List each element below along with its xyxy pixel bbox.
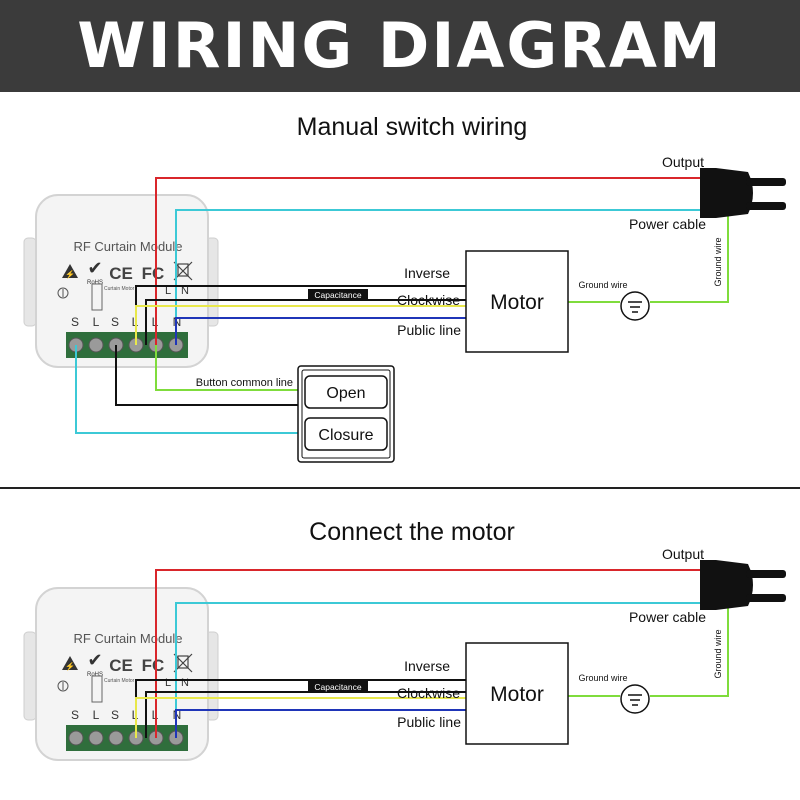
section-connect-motor: Connect the motor RF Curtain Module ⚡ ✔ …	[23, 518, 786, 761]
terminal-label-l1: L	[93, 315, 100, 329]
open-wire-black	[115, 345, 300, 406]
power-cable-label: Power cable	[629, 609, 706, 625]
public-line-label: Public line	[397, 714, 461, 730]
ground-terminal-icon	[620, 291, 650, 321]
capacitance-label: Capacitance	[314, 682, 362, 692]
top-label-l: L	[165, 285, 171, 297]
section-title: Connect the motor	[309, 518, 515, 546]
fc-mark: FC	[142, 264, 165, 283]
motor-label: Motor	[490, 683, 544, 706]
internal-relay-box	[91, 283, 103, 311]
closure-wire-cyan	[75, 345, 300, 434]
curtain-module	[35, 194, 209, 368]
output-label: Output	[662, 154, 704, 170]
capacitance-box	[308, 681, 368, 692]
terminal-block	[66, 725, 188, 751]
top-label-n: N	[181, 285, 189, 297]
svg-text:⚡: ⚡	[65, 269, 75, 279]
closure-button-label: Closure	[318, 427, 373, 444]
button-common-wire-green	[155, 345, 300, 391]
module-side-tab-left	[23, 237, 37, 327]
button-common-line-label: Button common line	[196, 377, 293, 389]
terminal-label-s2: S	[111, 708, 119, 722]
ground-symbol-icon	[57, 287, 69, 299]
section-manual-switch: Manual switch wiring RF Curtain Module ⚡…	[23, 113, 786, 463]
rohs-label: RoHS	[87, 672, 103, 678]
checkmark-icon: ✔	[87, 650, 102, 670]
section-title: Manual switch wiring	[297, 113, 528, 141]
open-button	[304, 375, 388, 409]
header-banner: WIRING DIAGRAM	[0, 0, 800, 92]
internal-relay-box	[91, 675, 103, 703]
capacitance-box	[308, 289, 368, 300]
svg-text:⚡: ⚡	[65, 661, 75, 671]
inverse-label: Inverse	[404, 658, 450, 674]
curtain-module	[35, 587, 209, 761]
internal-motor-label: Curtain Motor	[104, 678, 135, 684]
top-label-n: N	[181, 677, 189, 689]
ce-mark: CE	[109, 656, 133, 675]
top-label-l: L	[165, 677, 171, 689]
inverse-label: Inverse	[404, 265, 450, 281]
motor-box	[465, 642, 569, 745]
power-plug-icon	[700, 560, 786, 610]
ground-wire-label: Ground wire	[578, 673, 627, 683]
capacitance-label: Capacitance	[314, 290, 362, 300]
ground-wire-label: Ground wire	[578, 280, 627, 290]
ce-mark: CE	[109, 264, 133, 283]
module-title: RF Curtain Module	[73, 239, 182, 254]
ground-wire-plug-green	[650, 215, 729, 303]
rohs-label: RoHS	[87, 280, 103, 286]
ground-symbol-icon	[57, 680, 69, 692]
internal-motor-label: Curtain Motor	[104, 286, 135, 292]
clockwise-wire-yellow	[135, 697, 466, 738]
module-side-tab-left	[23, 631, 37, 721]
terminal-label-l1: L	[93, 708, 100, 722]
terminal-label-s1: S	[71, 315, 79, 329]
terminal-label-s2: S	[111, 315, 119, 329]
public-wire-blue	[175, 317, 466, 345]
module-title: RF Curtain Module	[73, 631, 182, 646]
output-label: Output	[662, 546, 704, 562]
warning-icon: ⚡	[62, 264, 78, 279]
motor-label: Motor	[490, 291, 544, 314]
power-cable-label: Power cable	[629, 216, 706, 232]
ground-wire-vertical-label: Ground wire	[713, 237, 723, 286]
terminal-label-s1: S	[71, 708, 79, 722]
clockwise-wire-yellow	[135, 305, 466, 345]
public-line-label: Public line	[397, 322, 461, 338]
terminal-block	[66, 332, 188, 358]
warning-icon: ⚡	[62, 656, 78, 671]
closure-button	[304, 417, 388, 451]
motor-box	[465, 250, 569, 353]
clockwise-label: Clockwise	[397, 685, 460, 701]
ground-terminal-icon	[620, 684, 650, 714]
clockwise-label: Clockwise	[397, 292, 460, 308]
public-wire-blue	[175, 709, 466, 738]
ground-wire-vertical-label: Ground wire	[713, 629, 723, 678]
output-wire-red	[155, 177, 700, 345]
ground-wire-plug-green	[650, 607, 729, 697]
open-button-label: Open	[326, 385, 365, 402]
page-title: WIRING DIAGRAM	[77, 9, 723, 82]
power-plug-icon	[700, 168, 786, 218]
checkmark-icon: ✔	[87, 258, 102, 278]
fc-mark: FC	[142, 656, 165, 675]
output-wire-red	[155, 569, 700, 738]
